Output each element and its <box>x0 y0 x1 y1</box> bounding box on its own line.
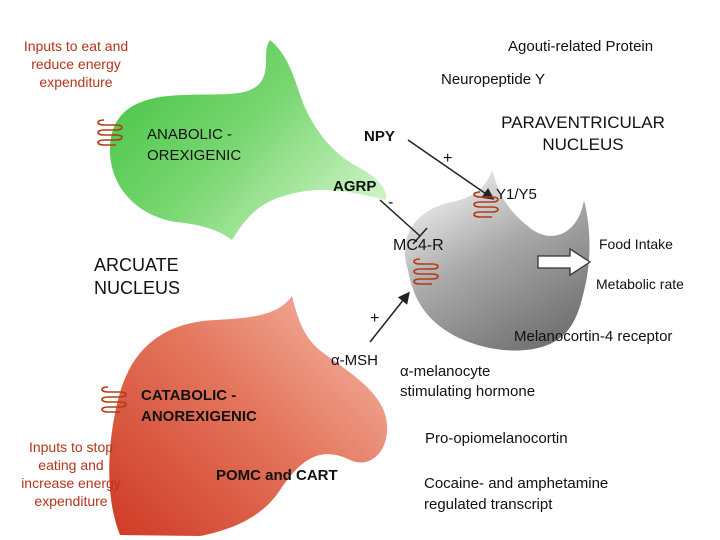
paraventricular-neuron <box>404 170 590 351</box>
receptor-coil-icon <box>97 119 123 146</box>
arcuate-line: NUCLEUS <box>94 278 181 298</box>
catabolic-line: CATABOLIC - <box>141 387 237 404</box>
alpha-melanocyte-line: stimulating hormone <box>400 383 536 400</box>
y1y5-label: Y1/Y5 <box>496 186 537 203</box>
npy-label: NPY <box>364 128 395 145</box>
inputs-stop-label: Inputs to stop eating and increase energ… <box>0 438 142 510</box>
receptor-coil-icon <box>413 258 439 285</box>
npy-activation-arrow-icon <box>407 139 495 200</box>
alpha-melanocyte-label: α-melanocyte stimulating hormone <box>400 362 535 402</box>
plus-bottom-label: + <box>370 310 380 327</box>
pomc-cart-label: POMC and CART <box>216 467 338 484</box>
inputs-eat-line: reduce energy <box>31 56 121 72</box>
outcome-arrow-icon <box>537 247 592 277</box>
arcuate-line: ARCUATE <box>94 255 179 275</box>
receptor-coil-icon <box>473 191 499 218</box>
amsh-activation-arrow-icon <box>369 291 410 343</box>
mc4r-label: MC4-R <box>393 237 444 254</box>
cocaine-line: Cocaine- and amphetamine <box>424 475 609 492</box>
inputs-eat-line: Inputs to eat and <box>23 38 129 54</box>
anabolic-line: OREXIGENIC <box>147 147 242 164</box>
paraventricular-line: NUCLEUS <box>542 135 624 154</box>
inputs-eat-line: expenditure <box>39 74 113 90</box>
arcuate-label: ARCUATE NUCLEUS <box>94 254 180 300</box>
receptor-coil-icon <box>101 386 127 413</box>
minus-label: - <box>388 194 394 211</box>
melanocortin-label: Melanocortin-4 receptor <box>514 328 673 345</box>
catabolic-label: CATABOLIC - ANOREXIGENIC <box>141 385 257 427</box>
inhibition-bar <box>412 227 428 245</box>
catabolic-neuron <box>109 296 388 536</box>
anabolic-line: ANABOLIC - <box>147 126 233 143</box>
catabolic-line: ANOREXIGENIC <box>141 408 257 425</box>
metabolic-rate-label: Metabolic rate <box>596 276 684 292</box>
anabolic-neuron <box>110 40 387 240</box>
paraventricular-line: PARAVENTRICULAR <box>501 113 665 132</box>
cocaine-line: regulated transcript <box>424 496 553 513</box>
inputs-stop-line: eating and <box>38 457 104 473</box>
neuropeptide-y-label: Neuropeptide Y <box>441 71 545 88</box>
inputs-stop-line: expenditure <box>34 493 108 509</box>
amsh-label: α-MSH <box>331 352 378 369</box>
inputs-stop-line: Inputs to stop <box>28 439 114 455</box>
plus-top-label: + <box>443 150 453 167</box>
inputs-eat-label: Inputs to eat and reduce energy expendit… <box>6 37 146 91</box>
alpha-melanocyte-line: α-melanocyte <box>400 363 491 380</box>
agrp-label: AGRP <box>333 178 377 195</box>
cocaine-label: Cocaine- and amphetamine regulated trans… <box>424 473 608 515</box>
paraventricular-label: PARAVENTRICULAR NUCLEUS <box>478 112 688 156</box>
agouti-label: Agouti-related Protein <box>508 38 654 55</box>
pro-opio-label: Pro-opiomelanocortin <box>425 430 568 447</box>
inputs-stop-line: increase energy <box>21 475 121 491</box>
food-intake-label: Food Intake <box>599 236 673 252</box>
anabolic-label: ANABOLIC - OREXIGENIC <box>147 124 241 166</box>
agrp-inhibition-arrow-icon <box>379 199 421 237</box>
